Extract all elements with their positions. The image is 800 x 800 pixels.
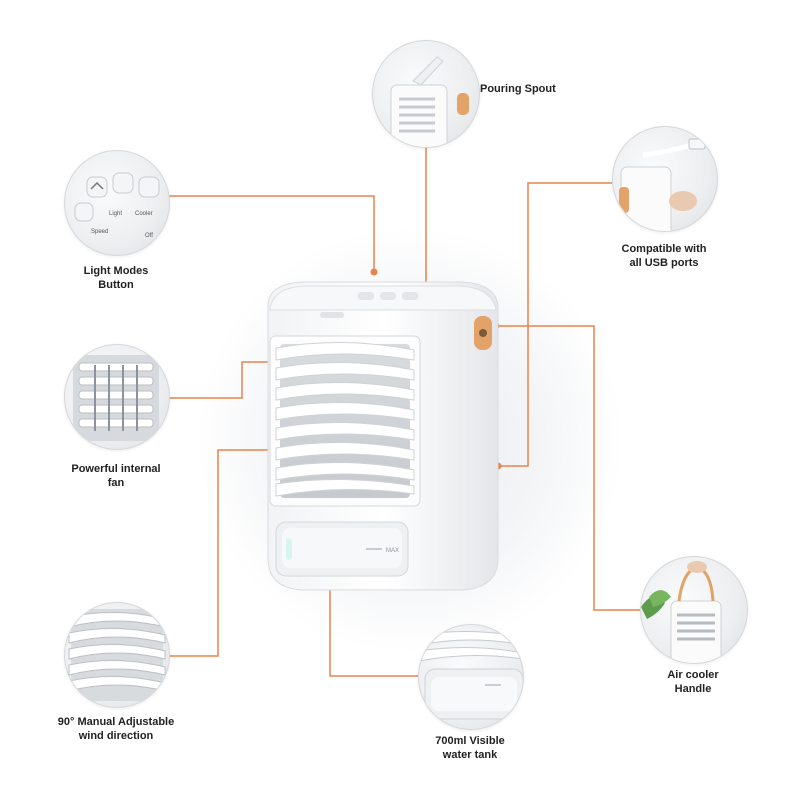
air-cooler-device: MAX xyxy=(267,281,499,591)
label-light-modes-line1: Light Modes xyxy=(83,265,149,277)
label-tank: 700ml Visible water tank xyxy=(410,734,530,762)
connector-handle xyxy=(496,325,640,611)
callout-light-modes: Light Cooler Speed Off xyxy=(64,150,170,256)
connector-tank xyxy=(329,562,418,677)
water-tank-closeup xyxy=(419,630,523,720)
handle-closeup xyxy=(641,561,722,663)
label-fan-line1: Powerful internal xyxy=(71,463,161,475)
button-speed-text: Speed xyxy=(91,229,108,235)
dot-light-modes xyxy=(370,268,378,276)
button-light-text: Light xyxy=(109,211,122,217)
callout-tank xyxy=(418,624,524,730)
label-pouring-spout: Pouring Spout xyxy=(480,83,556,95)
label-handle-line2: Handle xyxy=(674,683,712,695)
connector-wind xyxy=(166,449,316,657)
connector-light-modes xyxy=(166,195,375,272)
callout-pouring-spout xyxy=(372,40,480,148)
callout-wind xyxy=(64,602,170,708)
wind-louvers-closeup xyxy=(68,609,166,701)
label-wind: 90° Manual Adjustable wind direction xyxy=(44,715,188,743)
label-light-modes-line2: Button xyxy=(98,279,134,291)
callout-usb xyxy=(612,126,718,232)
button-off-text: Off xyxy=(145,233,153,239)
label-usb-line1: Compatible with xyxy=(621,243,707,255)
tank-max-marking: MAX xyxy=(386,548,399,554)
fan-closeup xyxy=(73,355,159,441)
light-modes-closeup: Light Cooler Speed Off xyxy=(74,172,160,239)
label-light-modes: Light Modes Button xyxy=(58,264,174,292)
button-cooler-text: Cooler xyxy=(135,211,153,217)
label-usb: Compatible with all USB ports xyxy=(608,242,720,270)
connector-usb xyxy=(498,182,612,467)
label-usb-line2: all USB ports xyxy=(629,257,699,269)
label-handle-line1: Air cooler xyxy=(667,669,719,681)
pouring-spout-closeup xyxy=(390,56,469,147)
label-fan-line2: fan xyxy=(107,477,125,489)
label-fan: Powerful internal fan xyxy=(58,462,174,490)
label-tank-line1: 700ml Visible xyxy=(435,735,505,747)
usb-closeup xyxy=(619,138,706,231)
label-wind-line1: 90° Manual Adjustable xyxy=(57,716,175,728)
label-tank-line2: water tank xyxy=(442,749,498,761)
callout-fan xyxy=(64,344,170,450)
callout-handle xyxy=(640,556,748,664)
label-wind-line2: wind direction xyxy=(78,730,154,742)
label-handle: Air cooler Handle xyxy=(640,668,746,696)
